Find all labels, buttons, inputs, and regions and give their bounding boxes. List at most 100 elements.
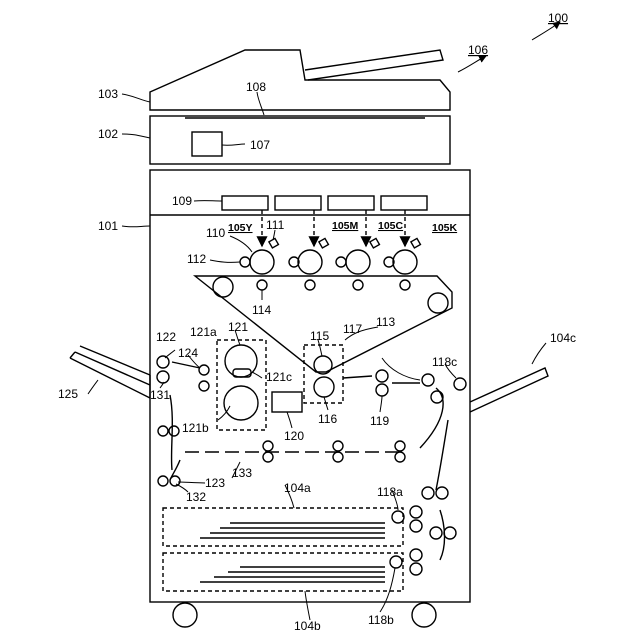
label-119: 119 bbox=[370, 414, 389, 428]
roller-124-a bbox=[199, 365, 209, 375]
label-105C: 105C bbox=[378, 220, 404, 232]
document-feed-tray bbox=[305, 50, 443, 80]
duplex-roller-132-a bbox=[158, 476, 168, 486]
label-104b: 104b bbox=[294, 619, 321, 633]
label-132: 132 bbox=[186, 490, 206, 504]
toner-bottle-m bbox=[275, 196, 321, 210]
feed-roller-r2-a bbox=[410, 506, 422, 518]
output-tray-125 bbox=[70, 346, 150, 398]
label-113: 113 bbox=[376, 315, 395, 329]
label-104c: 104c bbox=[550, 331, 576, 345]
label-121a: 121a bbox=[190, 325, 217, 339]
paper-stack-b bbox=[200, 567, 385, 582]
belt-roller-left bbox=[213, 277, 233, 297]
pressure-roller-121b bbox=[224, 386, 258, 420]
return-roller-2-a bbox=[333, 441, 343, 451]
label-111: 111 bbox=[266, 218, 285, 232]
label-105M: 105M bbox=[332, 220, 359, 232]
toner-bottle-c bbox=[328, 196, 374, 210]
label-109: 109 bbox=[172, 194, 192, 208]
label-102: 102 bbox=[98, 127, 118, 141]
photoconductor-drum-m bbox=[298, 250, 322, 274]
return-roller-2-b bbox=[333, 452, 343, 462]
toner-bottle-k bbox=[381, 196, 427, 210]
toner-bottle-y bbox=[222, 196, 268, 210]
label-103: 103 bbox=[98, 87, 118, 101]
exit-roller-122-a bbox=[157, 356, 169, 368]
feed-roller-r4-b bbox=[410, 563, 422, 575]
feed-roller-118b bbox=[390, 556, 402, 568]
feed-roller-r1-a bbox=[422, 487, 434, 499]
fixing-unit bbox=[217, 340, 266, 430]
label-115: 115 bbox=[310, 329, 329, 343]
primary-transfer-roller-c bbox=[353, 280, 363, 290]
label-122: 122 bbox=[156, 330, 176, 344]
label-124: 124 bbox=[178, 346, 198, 360]
secondary-transfer-roller-116 bbox=[314, 377, 334, 397]
feed-roller-r1-b bbox=[436, 487, 448, 499]
label-104a: 104a bbox=[284, 481, 311, 495]
photoconductor-drum-k bbox=[393, 250, 417, 274]
manual-feed-tray-104c bbox=[470, 368, 548, 412]
label-114: 114 bbox=[252, 303, 271, 317]
label-118a: 118a bbox=[377, 485, 403, 499]
roller-124-b bbox=[199, 381, 209, 391]
label-105Y: 105Y bbox=[228, 222, 253, 234]
label-101: 101 bbox=[98, 219, 118, 233]
charger-k bbox=[411, 238, 421, 248]
control-box-120 bbox=[272, 392, 302, 412]
feed-roller-118c-b bbox=[431, 391, 443, 403]
manual-feed-roller bbox=[454, 378, 466, 390]
label-117: 117 bbox=[343, 322, 362, 336]
label-121b: 121b bbox=[182, 421, 209, 435]
label-118b: 118b bbox=[368, 613, 394, 627]
charger-m bbox=[319, 238, 329, 248]
photoconductor-drum-c bbox=[346, 250, 370, 274]
feed-roller-r3-a bbox=[430, 527, 442, 539]
feed-roller-118c-a bbox=[422, 374, 434, 386]
belt-roller-right bbox=[428, 293, 448, 313]
reference-numerals: 100 106 103 108 102 107 109 101 105Y 111… bbox=[58, 11, 576, 633]
return-roller-3-b bbox=[395, 452, 405, 462]
label-125: 125 bbox=[58, 387, 78, 401]
charger-y bbox=[269, 238, 279, 248]
label-116: 116 bbox=[318, 412, 337, 426]
return-roller-3-a bbox=[395, 441, 405, 451]
label-100: 100 bbox=[548, 11, 568, 25]
label-106: 106 bbox=[468, 43, 488, 57]
feed-roller-r4-a bbox=[410, 549, 422, 561]
feed-roller-r2-b bbox=[410, 520, 422, 532]
developing-roller-y bbox=[240, 257, 250, 267]
primary-transfer-roller-m bbox=[305, 280, 315, 290]
label-107: 107 bbox=[250, 138, 270, 152]
leader-lines bbox=[88, 22, 560, 620]
main-body bbox=[150, 170, 470, 602]
document-feeder bbox=[150, 50, 450, 110]
label-112: 112 bbox=[187, 252, 206, 266]
label-121: 121 bbox=[228, 320, 248, 334]
registration-roller-119-b bbox=[376, 384, 388, 396]
duplex-roller-top-a bbox=[158, 426, 168, 436]
scanner-unit bbox=[150, 116, 450, 164]
photoconductor-drum-y bbox=[250, 250, 274, 274]
wheel-left bbox=[173, 603, 197, 627]
charger-c bbox=[370, 238, 380, 248]
image-sensor-107 bbox=[192, 132, 222, 156]
label-133: 133 bbox=[232, 466, 252, 480]
wheel-right bbox=[412, 603, 436, 627]
exit-roller-122-b bbox=[157, 371, 169, 383]
return-roller-1-b bbox=[263, 452, 273, 462]
label-123: 123 bbox=[205, 476, 225, 490]
return-roller-1-a bbox=[263, 441, 273, 451]
paper-stack-a bbox=[200, 523, 385, 538]
label-121c: 121c bbox=[266, 370, 292, 384]
feed-roller-118a bbox=[392, 511, 404, 523]
developing-roller-c bbox=[336, 257, 346, 267]
label-108: 108 bbox=[246, 80, 266, 94]
label-118c: 118c bbox=[432, 355, 457, 369]
primary-transfer-roller-k bbox=[400, 280, 410, 290]
primary-transfer-roller-y bbox=[257, 280, 267, 290]
duplex-roller-top-b bbox=[169, 426, 179, 436]
